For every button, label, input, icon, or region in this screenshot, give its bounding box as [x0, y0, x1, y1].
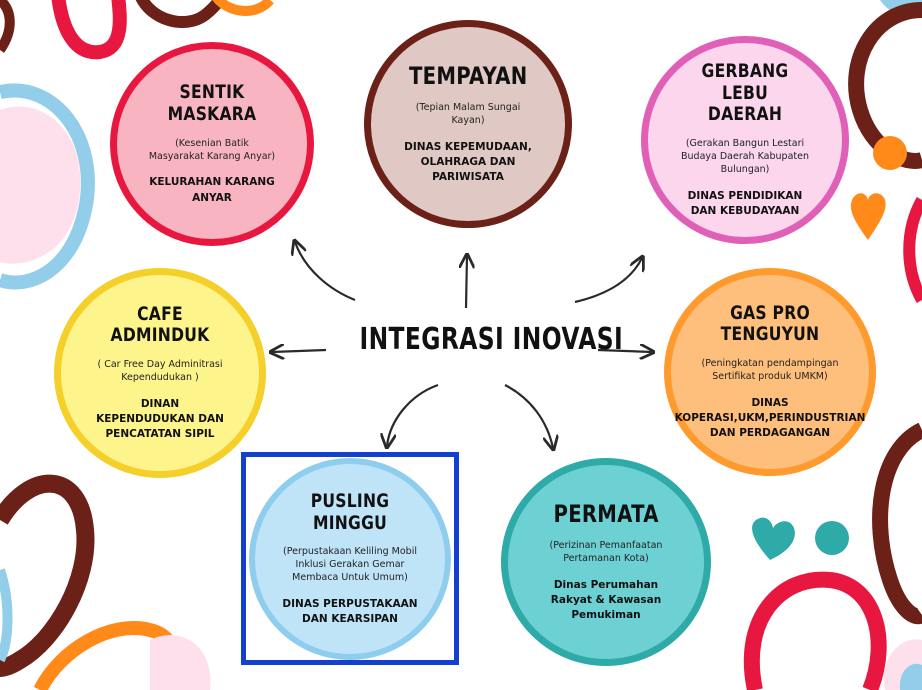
deco-brown-loop-bottomleft [0, 474, 95, 677]
selection-highlight-box [241, 452, 459, 665]
node-sentik-maskara: SENTIK MASKARA (Kesenian Batik Masyaraka… [110, 42, 314, 246]
node-title: CAFE ADMINDUK [110, 302, 210, 347]
node-subtitle: (Perpustakaan Keliling Mobil Inklusi Ger… [283, 546, 417, 584]
deco-red-loop-bottomright [743, 571, 887, 690]
deco-brown-curve-left [0, 0, 15, 53]
node-organization: DINAS PERPUSTAKAAN DAN KEARSIPAN [282, 597, 418, 626]
deco-orange-curve-top [212, 0, 274, 16]
node-title: PERMATA [553, 499, 659, 528]
node-permata: PERMATA (Perizinan Pemanfaatan Pertamana… [501, 458, 711, 666]
node-organization: KELURAHAN KARANG ANYAR [149, 176, 275, 204]
arrow-to-pusling [387, 383, 439, 446]
deco-brown-loop-bottomright [872, 422, 922, 625]
deco-teal-heart-bottom [752, 517, 795, 560]
node-subtitle: (Gerakan Bangun Lestari Budaya Daerah Ka… [681, 138, 809, 175]
deco-red-curve-right [903, 197, 922, 303]
deco-pink-blob-topleft [0, 106, 81, 264]
deco-blue-loop-topleft [0, 83, 95, 290]
arrow-to-gerbang [574, 258, 642, 304]
node-title: PUSLING MINGGU [310, 489, 390, 534]
arrow-to-cafe [272, 350, 327, 352]
deco-brown-curve-top [135, 0, 227, 29]
node-tempayan: TEMPAYAN (Tepian Malam Sungai Kayan) DIN… [364, 20, 572, 228]
node-organization: DINAN KEPENDUDUKAN DAN PENCATATAN SIPIL [96, 397, 224, 441]
node-subtitle: ( Car Free Day Adminitrasi Kependudukan … [97, 359, 223, 384]
node-title: GERBANG LEBU DAERAH [701, 59, 789, 126]
node-title: TEMPAYAN [408, 61, 528, 90]
node-gas-pro-tenguyun: GAS PRO TENGUYUN (Peningkatan pendamping… [664, 268, 876, 476]
node-subtitle: (Tepian Malam Sungai Kayan) [415, 102, 521, 126]
deco-orange-dot-right [873, 136, 907, 170]
node-subtitle: (Peningkatan pendampingan Sertifikat pro… [701, 358, 839, 383]
node-title: SENTIK MASKARA [167, 81, 257, 125]
deco-teal-dot-bottom [815, 521, 849, 555]
arrow-to-tempayan [466, 256, 467, 309]
node-pusling-minggu: PUSLING MINGGU (Perpustakaan Keliling Mo… [249, 458, 451, 660]
node-organization: Dinas Perumahan Rakyat & Kawasan Pemukim… [550, 578, 662, 622]
arrow-to-gaspro [597, 350, 652, 352]
deco-pink-blob-bottomleft [150, 635, 211, 690]
center-title: INTEGRASI INOVASI [359, 322, 624, 357]
node-cafe-adminduk: CAFE ADMINDUK ( Car Free Day Adminitrasi… [54, 268, 266, 478]
node-organization: DINAS PENDIDIKAN DAN KEBUDAYAAN [687, 189, 803, 217]
node-subtitle: (Kesenian Batik Masyarakat Karang Anyar) [148, 137, 276, 162]
arrow-to-sentik [295, 242, 356, 302]
node-organization: DINAS KEPEMUDAAN, OLAHRAGA DAN PARIWISAT… [404, 140, 532, 184]
node-subtitle: (Perizinan Pemanfaatan Pertamanan Kota) [549, 540, 663, 564]
deco-blue-curve-bottomleft [0, 568, 13, 663]
node-gerbang-lebu-daerah: GERBANG LEBU DAERAH (Gerakan Bangun Lest… [641, 36, 849, 244]
arrow-to-permata [504, 384, 553, 448]
node-organization: DINAS KOPERASI,UKM,PERINDUSTRIAN DAN PER… [674, 396, 866, 440]
deco-orange-heart-right [850, 193, 886, 240]
deco-blue-blob-bottomright [899, 663, 922, 690]
deco-red-loop-top [51, 0, 127, 60]
node-title: GAS PRO TENGUYUN [720, 301, 820, 346]
